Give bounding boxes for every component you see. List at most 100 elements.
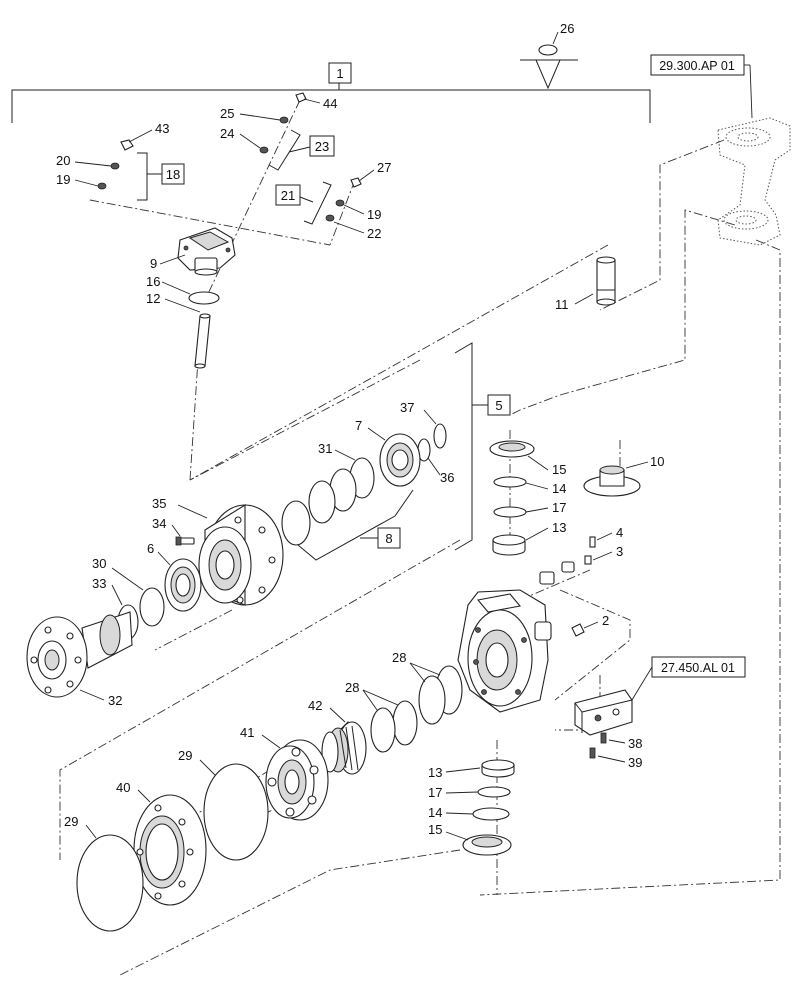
callout-41-label: 41 — [240, 725, 254, 740]
callout-14-label-b: 14 — [428, 805, 442, 820]
valve-block-reference-part[interactable] — [574, 689, 633, 736]
part-16-oring[interactable] — [161, 281, 220, 305]
callout-36-label: 36 — [440, 470, 454, 485]
part-29b-large-oring[interactable] — [76, 824, 144, 932]
part-15a-seal[interactable] — [489, 440, 549, 471]
callout-17-label-b: 17 — [428, 785, 442, 800]
reference-box-27-450[interactable]: 27.450.AL 01 — [631, 656, 746, 701]
part-43-nut[interactable] — [120, 129, 153, 151]
part-19b-washer[interactable] — [335, 199, 365, 215]
callout-29-label-b: 29 — [64, 814, 78, 829]
part-32-flange-shaft[interactable] — [26, 611, 133, 701]
part-2-fitting[interactable] — [571, 621, 599, 637]
part-19-washer[interactable] — [74, 179, 107, 190]
part-38-bolt[interactable] — [600, 732, 626, 744]
callout-39-label: 39 — [628, 755, 642, 770]
reference-box-29-300[interactable]: 29.300.AP 01 — [650, 54, 753, 119]
part-8-shim-stack[interactable] — [281, 468, 357, 546]
callout-17-label-a: 17 — [552, 500, 566, 515]
part-27-nut[interactable] — [350, 169, 375, 188]
part-9-sensor-housing[interactable] — [159, 227, 236, 276]
group-bracket-23 — [268, 129, 311, 171]
callout-32-label: 32 — [108, 693, 122, 708]
part-25-washer[interactable] — [239, 113, 289, 124]
callout-5-label: 5 — [495, 398, 502, 413]
callout-28-label-b: 28 — [345, 680, 359, 695]
part-34-bolt[interactable] — [171, 524, 195, 546]
part-30-seal[interactable] — [111, 567, 165, 627]
callout-19-label-a: 19 — [56, 172, 70, 187]
part-6-bearing[interactable] — [157, 551, 202, 612]
part-28-orings-lower[interactable] — [362, 689, 418, 753]
part-41-planet-carrier[interactable] — [261, 734, 329, 821]
callout-29-label-a: 29 — [178, 748, 192, 763]
callout-33-label: 33 — [92, 576, 106, 591]
callout-3-label: 3 — [616, 544, 623, 559]
callout-15-label-b: 15 — [428, 822, 442, 837]
part-29a-large-oring[interactable] — [199, 759, 269, 861]
part-36-snap-ring[interactable] — [417, 438, 441, 476]
part-14b-ring[interactable] — [445, 807, 510, 821]
callout-box-1[interactable]: 1 — [328, 62, 352, 84]
steering-arm-reference-part — [717, 117, 791, 246]
part-40-ring-gear[interactable] — [133, 789, 207, 906]
callout-40-label: 40 — [116, 780, 130, 795]
callout-34-label: 34 — [152, 516, 166, 531]
part-26-symbol[interactable] — [520, 31, 578, 90]
callout-16-label: 16 — [146, 274, 160, 289]
callout-43-label: 43 — [155, 121, 169, 136]
callout-22-label: 22 — [367, 226, 381, 241]
part-7-bearing[interactable] — [367, 427, 421, 487]
part-39-bolt[interactable] — [589, 747, 626, 763]
callout-14-label-a: 14 — [552, 481, 566, 496]
reference-29-300-label: 29.300.AP 01 — [659, 59, 735, 73]
part-35-hub[interactable] — [177, 504, 284, 606]
callout-15-label-a: 15 — [552, 462, 566, 477]
callout-21-label: 21 — [281, 188, 295, 203]
callout-31-label: 31 — [318, 441, 332, 456]
part-knuckle-housing[interactable] — [457, 561, 575, 713]
callout-19-label-b: 19 — [367, 207, 381, 222]
group-bracket-8 — [297, 489, 414, 561]
callout-9-label: 9 — [150, 256, 157, 271]
part-24-washer[interactable] — [239, 133, 269, 154]
part-44-nut[interactable] — [295, 92, 321, 104]
part-20-washer[interactable] — [74, 161, 120, 170]
callout-27-label: 27 — [377, 160, 391, 175]
part-14a-ring[interactable] — [493, 476, 549, 490]
part-37-snap-ring[interactable] — [423, 409, 447, 449]
part-13a-bushing[interactable] — [492, 527, 549, 556]
callout-37-label: 37 — [400, 400, 414, 415]
callout-box-21[interactable]: 21 — [275, 184, 301, 206]
callout-box-5[interactable]: 5 — [487, 394, 511, 416]
callout-38-label: 38 — [628, 736, 642, 751]
part-3-fitting[interactable] — [584, 551, 613, 565]
callout-1-label: 1 — [336, 66, 343, 81]
callout-35-label: 35 — [152, 496, 166, 511]
callout-44-label: 44 — [323, 96, 337, 111]
callout-box-23[interactable]: 23 — [309, 135, 335, 157]
callout-18-label: 18 — [166, 167, 180, 182]
callout-box-18[interactable]: 18 — [161, 163, 185, 185]
part-42-spring-piston[interactable] — [321, 707, 367, 775]
callout-13-label-a: 13 — [552, 520, 566, 535]
callout-10-label: 10 — [650, 454, 664, 469]
part-13b-bushing[interactable] — [445, 759, 515, 778]
part-17a-ring[interactable] — [493, 506, 549, 518]
part-28-orings-upper[interactable] — [409, 662, 463, 725]
part-10-bushing-flange[interactable] — [583, 461, 649, 497]
callout-28-label-a: 28 — [392, 650, 406, 665]
callout-box-8[interactable]: 8 — [377, 527, 401, 549]
part-22-washer[interactable] — [325, 214, 365, 234]
part-15b-seal[interactable] — [445, 831, 512, 856]
part-11-pin[interactable] — [574, 256, 616, 306]
callout-8-label: 8 — [385, 531, 392, 546]
part-12-pin[interactable] — [164, 298, 211, 369]
part-4-bolt[interactable] — [589, 532, 613, 548]
reference-27-450-label: 27.450.AL 01 — [661, 661, 735, 675]
callout-30-label: 30 — [92, 556, 106, 571]
part-17b-ring[interactable] — [445, 786, 511, 798]
callout-26-label: 26 — [560, 21, 574, 36]
